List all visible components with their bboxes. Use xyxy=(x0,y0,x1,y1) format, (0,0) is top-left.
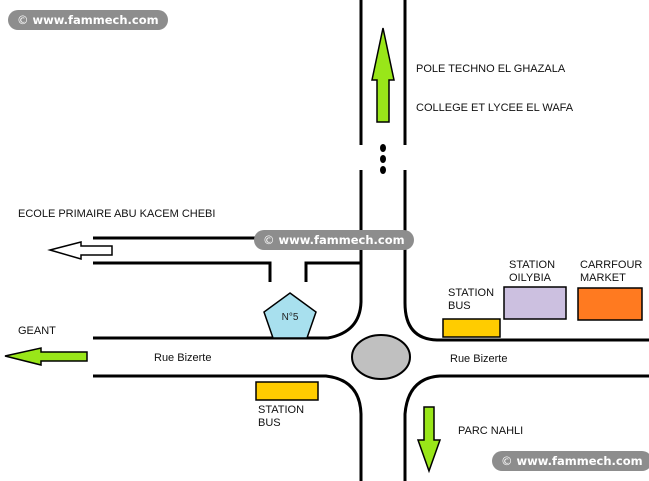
label-station-bus-sw: STATION BUS xyxy=(258,404,305,429)
arrow-left-icon xyxy=(47,241,113,260)
arrow-up-icon xyxy=(371,27,395,123)
label-rue-bizerte-west: Rue Bizerte xyxy=(154,352,212,364)
watermark: ©www.fammech.com xyxy=(254,230,414,250)
watermark: ©www.fammech.com xyxy=(8,10,168,30)
label-carrefour: CARRFOUR MARKET xyxy=(580,259,643,284)
arrow-down-icon xyxy=(416,406,442,474)
pentagon-label: N°5 xyxy=(282,312,299,323)
label-station-oilybia: STATION OILYBIA xyxy=(509,259,556,284)
carrefour-marker xyxy=(577,287,643,321)
label-parc-nahli: PARC NAHLI xyxy=(458,425,524,437)
label-station-bus-ne: STATION BUS xyxy=(448,287,495,312)
road-southeast-corner xyxy=(403,374,649,481)
road-northeast-corner xyxy=(403,170,649,342)
label-geant: GEANT xyxy=(18,325,56,337)
station-oilybia-marker xyxy=(503,286,567,320)
label-pole-techno: POLE TECHNO EL GHAZALA xyxy=(416,63,566,75)
watermark: ©www.fammech.com xyxy=(492,451,649,471)
arrow-left-icon xyxy=(4,347,88,366)
label-ecole-primaire: ECOLE PRIMAIRE ABU KACEM CHEBI xyxy=(18,208,216,220)
label-college-lycee: COLLEGE ET LYCEE EL WAFA xyxy=(416,102,574,114)
roundabout xyxy=(351,334,411,380)
pentagon-marker xyxy=(263,292,317,339)
station-bus-sw-marker xyxy=(255,381,319,401)
road-west-top xyxy=(93,301,363,340)
continuation-dots-icon xyxy=(380,144,386,174)
station-bus-ne-marker xyxy=(442,318,501,338)
label-rue-bizerte-east: Rue Bizerte xyxy=(450,353,508,365)
road-west-bottom xyxy=(93,374,363,481)
road-upper-west-bottom xyxy=(93,261,272,282)
road-upper-west-bottom-right xyxy=(304,261,361,282)
